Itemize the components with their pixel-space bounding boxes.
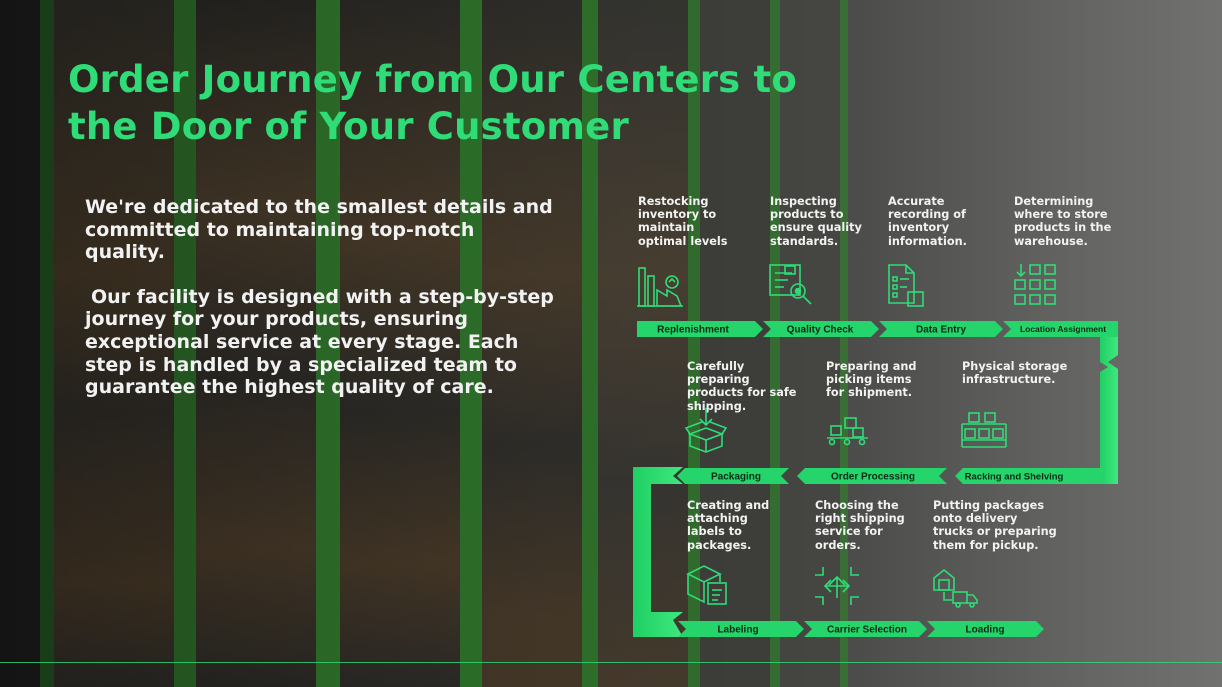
stage-label-replenishment: Replenishment bbox=[657, 325, 729, 336]
inspection-icon bbox=[769, 264, 812, 305]
document-icon bbox=[888, 264, 924, 307]
stage-description-racking: Physical storage infrastructure. bbox=[962, 360, 1068, 387]
stage-description-loading: Putting packages onto delivery trucks or… bbox=[933, 499, 1057, 552]
stage-label-racking: Racking and Shelving bbox=[965, 472, 1064, 483]
stage-label-location-assignment: Location Assignment bbox=[1020, 324, 1106, 334]
stage-label-quality-check: Quality Check bbox=[787, 325, 854, 336]
stage-description-location-assignment: Determining where to store products in t… bbox=[1014, 195, 1112, 248]
stage-description-carrier-selection: Choosing the right shipping service for … bbox=[815, 499, 905, 552]
stage-label-order-processing: Order Processing bbox=[831, 472, 915, 483]
open-box-icon bbox=[684, 408, 728, 453]
stage-label-loading: Loading bbox=[966, 625, 1005, 636]
delivery-truck-icon bbox=[933, 568, 978, 608]
stage-ribbon-replenishment: Replenishment bbox=[637, 321, 763, 337]
flow-connector-right bbox=[1100, 322, 1118, 484]
stage-label-packaging: Packaging bbox=[711, 472, 761, 483]
stage-ribbon-data-entry: Data Entry bbox=[879, 321, 1003, 337]
stage-ribbon-labeling: Labeling bbox=[678, 621, 804, 637]
storage-grid-icon bbox=[1014, 264, 1056, 305]
stage-description-replenishment: Restocking inventory to maintain optimal… bbox=[638, 195, 728, 248]
labeled-box-icon bbox=[686, 565, 727, 605]
stage-ribbon-racking: Racking and Shelving bbox=[955, 468, 1102, 484]
stage-ribbon-quality-check: Quality Check bbox=[763, 321, 879, 337]
intro-text: We're dedicated to the smallest details … bbox=[85, 196, 555, 399]
page-title: Order Journey from Our Centers to the Do… bbox=[68, 58, 797, 148]
stage-label-carrier-selection: Carrier Selection bbox=[827, 625, 907, 636]
stage-ribbon-order-processing: Order Processing bbox=[797, 468, 947, 484]
bottom-divider bbox=[0, 662, 1222, 663]
flow-connector-left bbox=[633, 467, 683, 637]
shelving-icon bbox=[961, 412, 1007, 448]
stage-description-data-entry: Accurate recording of inventory informat… bbox=[888, 195, 967, 248]
stage-ribbon-packaging: Packaging bbox=[677, 468, 789, 484]
conveyor-icon bbox=[827, 417, 868, 446]
stage-description-order-processing: Preparing and picking items for shipment… bbox=[826, 360, 917, 400]
stage-label-labeling: Labeling bbox=[717, 625, 758, 636]
factory-icon bbox=[637, 267, 683, 307]
stage-ribbon-carrier-selection: Carrier Selection bbox=[804, 621, 927, 637]
stage-description-packaging: Carefully preparing products for safe sh… bbox=[687, 360, 797, 413]
stage-ribbon-location-assignment: Location Assignment bbox=[1003, 321, 1118, 337]
stage-description-labeling: Creating and attaching labels to package… bbox=[687, 499, 770, 552]
stage-label-data-entry: Data Entry bbox=[916, 325, 966, 336]
intro-paragraph-1: We're dedicated to the smallest details … bbox=[85, 196, 553, 264]
stage-ribbon-loading: Loading bbox=[927, 621, 1044, 637]
intro-paragraph-2: Our facility is designed with a step-by-… bbox=[85, 285, 554, 399]
stage-description-quality-check: Inspecting products to ensure quality st… bbox=[770, 195, 862, 248]
directions-icon bbox=[815, 567, 859, 605]
